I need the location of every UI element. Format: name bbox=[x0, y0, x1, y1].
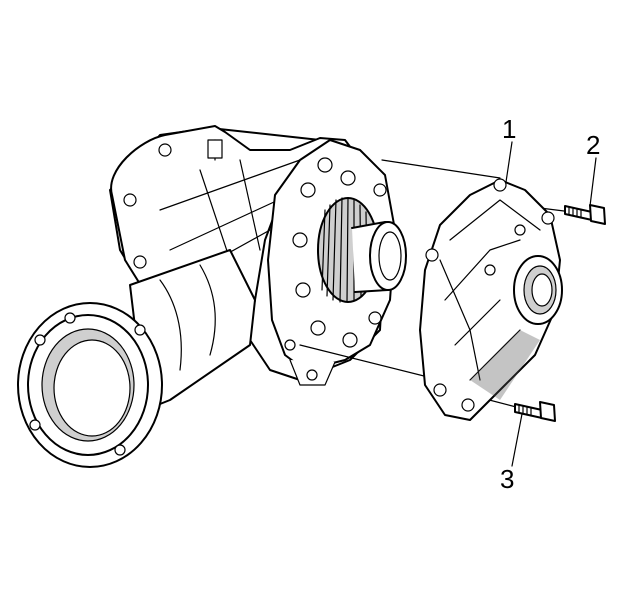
bolt-lower bbox=[514, 401, 556, 422]
case-cover bbox=[419, 178, 563, 421]
leader-lines bbox=[505, 141, 597, 467]
bolt-upper bbox=[564, 204, 606, 225]
splined-output-shaft bbox=[317, 197, 407, 303]
rear-extension-housing bbox=[17, 249, 256, 468]
callout-2: 2 bbox=[586, 130, 601, 160]
callout-1: 1 bbox=[502, 114, 517, 144]
transfer-case-housing bbox=[109, 125, 407, 386]
callout-3: 3 bbox=[500, 464, 515, 494]
face-bolts bbox=[292, 157, 387, 348]
